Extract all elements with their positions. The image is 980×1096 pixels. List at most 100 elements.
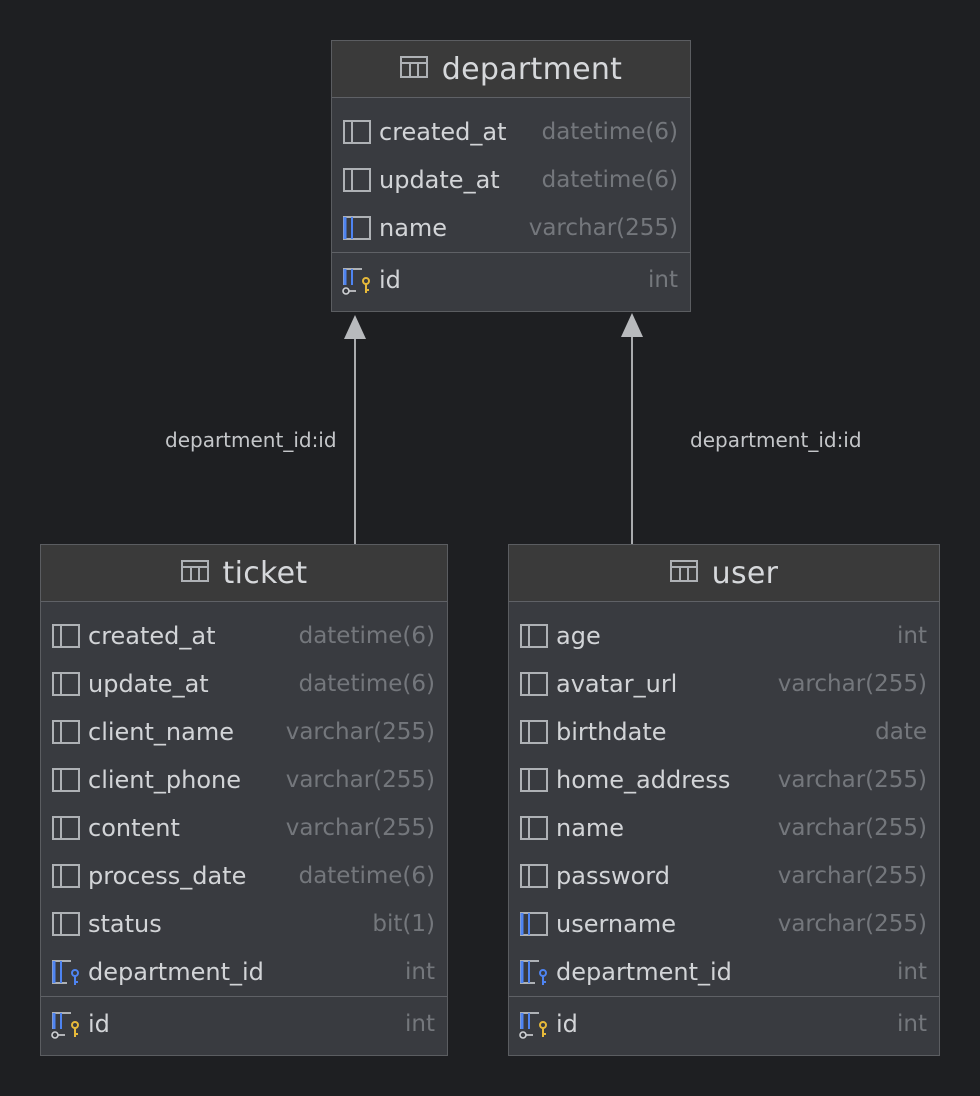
- primary-key-row[interactable]: id int: [41, 997, 447, 1051]
- primary-key-row[interactable]: id int: [332, 253, 690, 307]
- primary-key-row[interactable]: id int: [509, 997, 939, 1051]
- unique-column-icon: [342, 213, 372, 243]
- column-icon: [51, 813, 81, 843]
- table-header[interactable]: ticket: [41, 545, 447, 602]
- column-row[interactable]: home_address varchar(255): [509, 756, 939, 804]
- column-name: password: [556, 862, 670, 890]
- table-header[interactable]: user: [509, 545, 939, 602]
- column-row[interactable]: client_name varchar(255): [41, 708, 447, 756]
- edge-ticket-department[interactable]: [344, 315, 366, 545]
- unique-column-icon: [519, 909, 549, 939]
- primary-key-icon: [51, 1009, 81, 1039]
- column-type: varchar(255): [777, 767, 927, 793]
- column-row[interactable]: status bit(1): [41, 900, 447, 948]
- column-type: varchar(255): [285, 719, 435, 745]
- table-icon: [399, 52, 428, 87]
- column-name: name: [556, 814, 625, 842]
- column-row[interactable]: username varchar(255): [509, 900, 939, 948]
- column-name: avatar_url: [556, 670, 678, 698]
- column-row[interactable]: department_id int: [41, 948, 447, 996]
- column-icon: [519, 621, 549, 651]
- column-type: datetime(6): [541, 119, 678, 145]
- column-icon: [342, 165, 372, 195]
- table-icon: [180, 556, 209, 591]
- column-row[interactable]: created_at datetime(6): [332, 108, 690, 156]
- column-icon: [519, 669, 549, 699]
- column-name: client_phone: [88, 766, 242, 794]
- column-type: bit(1): [372, 911, 435, 937]
- column-row[interactable]: content varchar(255): [41, 804, 447, 852]
- column-name: client_name: [88, 718, 234, 746]
- column-row[interactable]: avatar_url varchar(255): [509, 660, 939, 708]
- table-name: department: [441, 51, 623, 87]
- column-name: department_id: [556, 958, 732, 986]
- column-row[interactable]: update_at datetime(6): [332, 156, 690, 204]
- column-type: varchar(255): [777, 815, 927, 841]
- column-name: name: [379, 214, 448, 242]
- edge-user-department[interactable]: [621, 313, 643, 545]
- table-user[interactable]: user age int avatar_url varchar(255) birthda…: [508, 544, 940, 1056]
- column-name: birthdate: [556, 718, 667, 746]
- column-type: datetime(6): [298, 863, 435, 889]
- primary-key-icon: [519, 1009, 549, 1039]
- column-icon: [51, 717, 81, 747]
- column-row[interactable]: password varchar(255): [509, 852, 939, 900]
- column-type: varchar(255): [285, 815, 435, 841]
- column-name: process_date: [88, 862, 247, 890]
- column-icon: [519, 765, 549, 795]
- column-type: varchar(255): [285, 767, 435, 793]
- column-name: department_id: [88, 958, 264, 986]
- column-row[interactable]: name varchar(255): [509, 804, 939, 852]
- column-type: int: [897, 1011, 927, 1037]
- column-name: age: [556, 622, 601, 650]
- column-type: int: [405, 1011, 435, 1037]
- column-name: id: [379, 266, 401, 294]
- column-name: status: [88, 910, 162, 938]
- column-row[interactable]: age int: [509, 612, 939, 660]
- foreign-key-icon: [51, 957, 81, 987]
- column-row[interactable]: department_id int: [509, 948, 939, 996]
- column-icon: [51, 621, 81, 651]
- column-name: home_address: [556, 766, 731, 794]
- column-icon: [519, 813, 549, 843]
- table-name: ticket: [222, 555, 308, 591]
- column-icon: [51, 765, 81, 795]
- column-type: int: [897, 959, 927, 985]
- column-icon: [519, 717, 549, 747]
- column-icon: [51, 909, 81, 939]
- column-type: datetime(6): [541, 167, 678, 193]
- column-name: username: [556, 910, 676, 938]
- column-type: varchar(255): [777, 911, 927, 937]
- column-name: id: [556, 1010, 578, 1038]
- column-row[interactable]: client_phone varchar(255): [41, 756, 447, 804]
- foreign-key-icon: [519, 957, 549, 987]
- column-row[interactable]: name varchar(255): [332, 204, 690, 252]
- column-icon: [51, 669, 81, 699]
- edge-label-ticket: department_id:id: [165, 428, 337, 452]
- column-row[interactable]: process_date datetime(6): [41, 852, 447, 900]
- column-type: varchar(255): [528, 215, 678, 241]
- column-type: varchar(255): [777, 671, 927, 697]
- edge-label-user: department_id:id: [690, 428, 862, 452]
- table-name: user: [711, 555, 779, 591]
- primary-key-icon: [342, 265, 372, 295]
- table-icon: [669, 556, 698, 591]
- column-name: id: [88, 1010, 110, 1038]
- column-icon: [519, 861, 549, 891]
- table-header[interactable]: department: [332, 41, 690, 98]
- column-type: int: [648, 267, 678, 293]
- column-type: varchar(255): [777, 863, 927, 889]
- column-name: created_at: [88, 622, 216, 650]
- column-name: content: [88, 814, 180, 842]
- column-name: update_at: [379, 166, 500, 194]
- column-type: int: [405, 959, 435, 985]
- column-type: int: [897, 623, 927, 649]
- column-name: created_at: [379, 118, 507, 146]
- column-name: update_at: [88, 670, 209, 698]
